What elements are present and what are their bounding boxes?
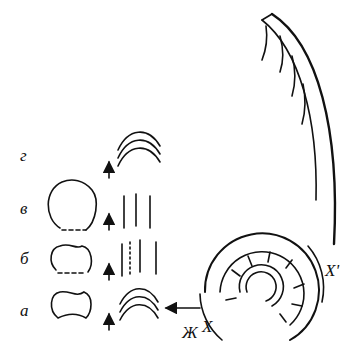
horn-shell: [262, 14, 335, 244]
figure-letter: а: [20, 302, 29, 319]
cross-sections: [48, 180, 96, 318]
figure-letter: X: [202, 318, 212, 335]
coiled-shell: [200, 233, 324, 340]
figure-letter: б: [20, 250, 29, 267]
suture-lines: [109, 132, 200, 330]
figure-letter: в: [20, 200, 27, 217]
figure-letter: X': [325, 262, 339, 279]
figure-letter: Ж: [182, 324, 198, 341]
figure-letter: г: [20, 147, 27, 164]
